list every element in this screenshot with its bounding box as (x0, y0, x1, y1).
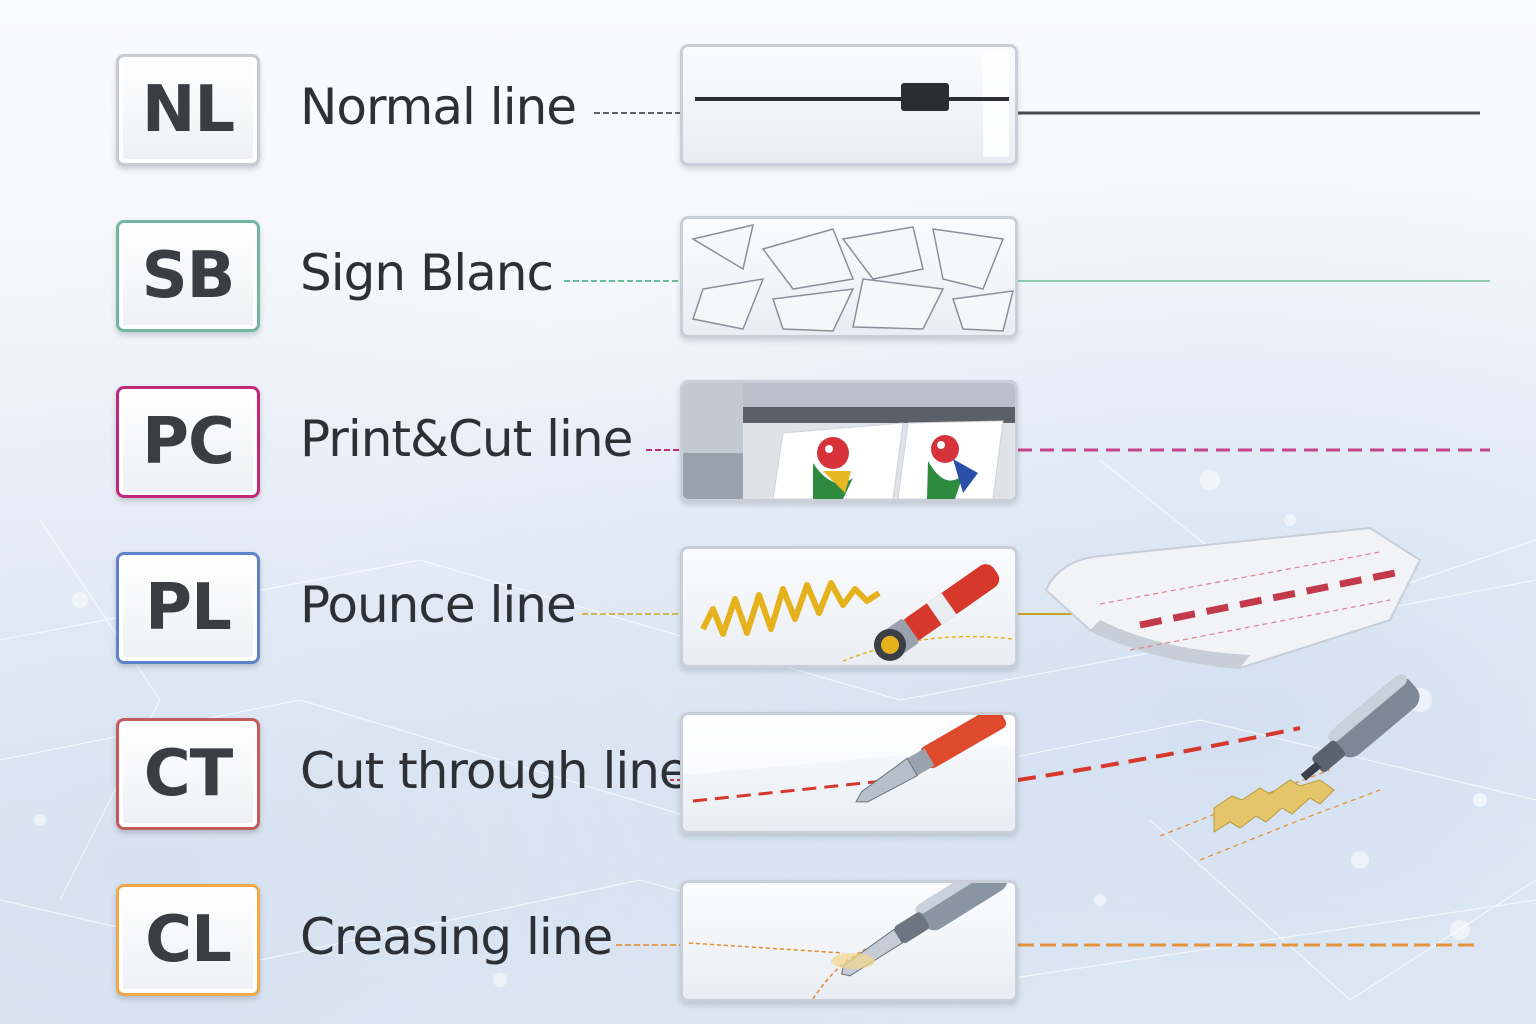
badge-code: PL (145, 571, 232, 645)
line-type-row-pounce[interactable]: PL Pounce line (0, 546, 1536, 676)
cutting-blade-icon (680, 712, 1018, 834)
paper-shapes-icon (680, 216, 1018, 338)
line-type-row-cut-through[interactable]: CT Cut through line (0, 712, 1536, 842)
printer-icon (680, 380, 1018, 502)
slider-icon (680, 44, 1018, 166)
badge-code: SB (141, 239, 236, 313)
line-type-row-creasing[interactable]: CL Creasing line (0, 880, 1536, 1008)
badge-sb: SB (116, 220, 260, 332)
badge-ct: CT (116, 718, 260, 830)
line-label: Print&Cut line (300, 410, 633, 468)
badge-code: CL (145, 903, 232, 977)
creasing-tool-icon (680, 880, 1018, 1002)
line-label: Cut through line (300, 742, 690, 800)
line-type-row-sign-blanc[interactable]: SB Sign Blanc (0, 216, 1536, 344)
line-label: Normal line (300, 78, 577, 136)
line-label: Pounce line (300, 576, 577, 634)
line-label: Sign Blanc (300, 244, 554, 302)
badge-pc: PC (116, 386, 260, 498)
badge-cl: CL (116, 884, 260, 996)
badge-code: NL (141, 73, 235, 147)
badge-code: PC (142, 405, 235, 479)
pounce-wheel-icon (680, 546, 1018, 668)
line-label: Creasing line (300, 908, 613, 966)
line-type-row-print-cut[interactable]: PC Print&Cut line (0, 380, 1536, 510)
line-type-row-normal[interactable]: NL Normal line (0, 44, 1536, 178)
badge-code: CT (143, 737, 234, 811)
badge-pl: PL (116, 552, 260, 664)
badge-nl: NL (116, 54, 260, 166)
